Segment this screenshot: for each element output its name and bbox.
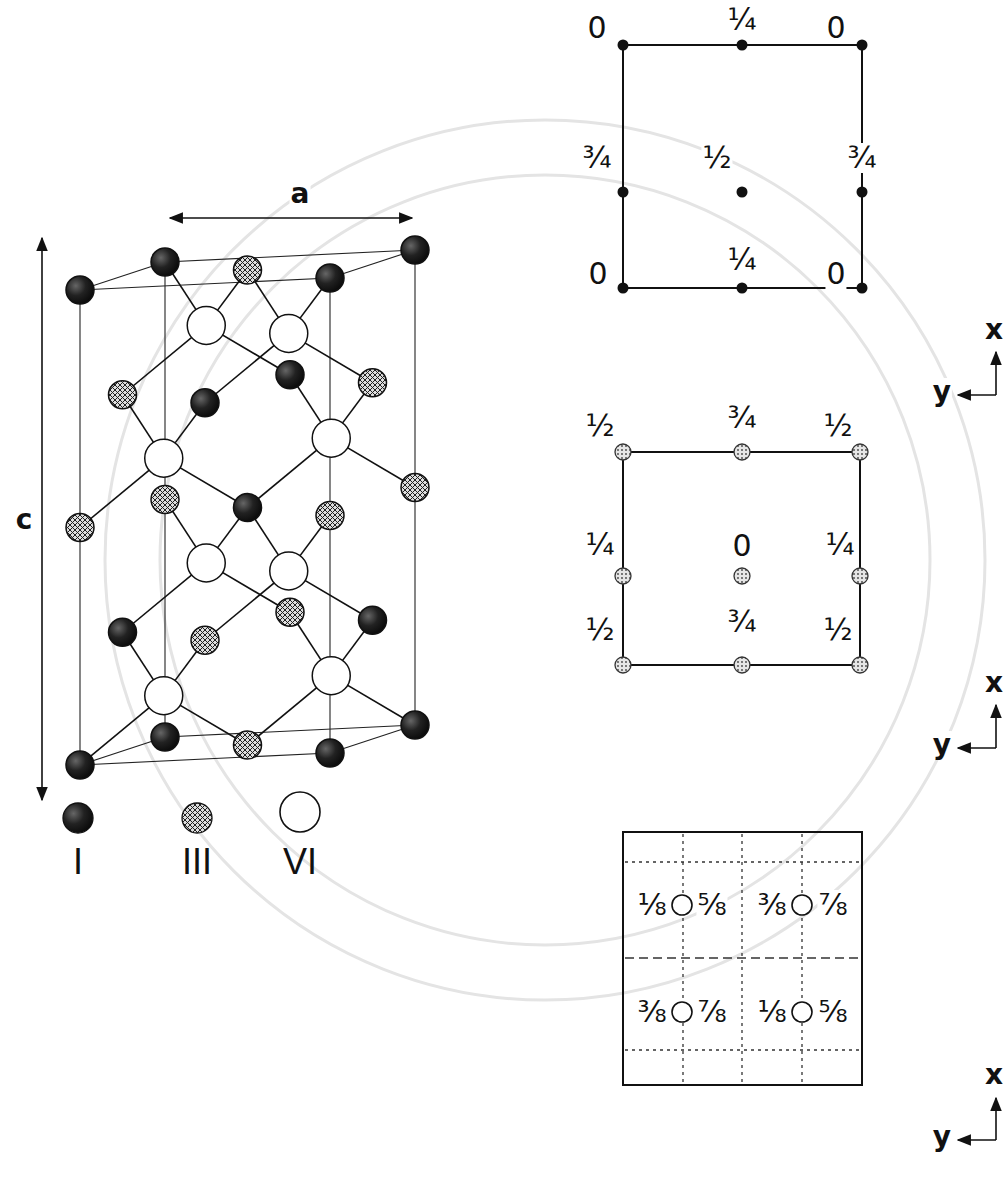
- atom-I: [401, 711, 429, 739]
- atom-I: [276, 361, 304, 389]
- axis-label: y: [932, 1123, 952, 1151]
- legend-label: VI: [282, 844, 318, 880]
- projection-VI: [623, 832, 996, 1140]
- fraction-height: ⅜: [636, 997, 667, 1027]
- fraction-height: ⅞: [817, 890, 848, 920]
- axis-label: y: [932, 378, 952, 406]
- fraction-height: 0: [586, 13, 607, 43]
- atom-III: [316, 502, 344, 530]
- atom-III: [276, 598, 304, 626]
- atom-I: [359, 606, 387, 634]
- fraction-height: ¾: [581, 143, 612, 173]
- atom-I: [66, 276, 94, 304]
- fraction-height: ⅛: [636, 890, 667, 920]
- fraction-height: ½: [822, 615, 853, 645]
- fraction-height: 0: [731, 531, 752, 561]
- dimension-label: c: [15, 506, 34, 534]
- fraction-height: ½: [701, 143, 732, 173]
- atom-I: [191, 389, 219, 417]
- atom-I: [151, 723, 179, 751]
- atom-VI: [187, 306, 225, 344]
- atom-VI: [187, 544, 225, 582]
- atom-VI: [270, 552, 308, 590]
- atom-III: [234, 256, 262, 284]
- atom-III: [234, 731, 262, 759]
- cell-edge: [165, 250, 415, 262]
- atom-VI: [145, 677, 183, 715]
- dimension-arrow: [41, 238, 43, 800]
- atom-I: [109, 618, 137, 646]
- fraction-height: ⅝: [817, 997, 848, 1027]
- legend-label: I: [72, 844, 84, 880]
- atom-I: [316, 739, 344, 767]
- fraction-height: 0: [587, 259, 608, 289]
- legend-samples: [63, 792, 320, 833]
- fraction-height: ⅜: [756, 890, 787, 920]
- atom-VI: [312, 419, 350, 457]
- fraction-height: ¼: [584, 530, 615, 560]
- projection-I: [618, 40, 997, 396]
- atom-I: [401, 236, 429, 264]
- fraction-height: ⅝: [696, 890, 727, 920]
- fraction-height: ½: [584, 411, 615, 441]
- fraction-height: ¼: [824, 530, 855, 560]
- atom-III: [109, 381, 137, 409]
- cell-edge: [80, 753, 330, 765]
- fraction-height: ¼: [726, 245, 757, 275]
- fraction-height: ⅛: [756, 997, 787, 1027]
- cell-edge: [165, 725, 415, 737]
- watermark-seal: [105, 120, 985, 1000]
- fraction-height: ⅞: [696, 997, 727, 1027]
- fraction-height: ¾: [726, 607, 757, 637]
- dimension-label: a: [290, 180, 311, 208]
- fraction-height: ¾: [846, 143, 877, 173]
- legend-label: III: [181, 844, 213, 880]
- unit-cell: [66, 236, 429, 779]
- fraction-height: ¼: [726, 5, 757, 35]
- atom-VI: [312, 657, 350, 695]
- atom-III: [359, 369, 387, 397]
- atom-VI: [145, 439, 183, 477]
- atom-III: [151, 486, 179, 514]
- axis-label: x: [984, 669, 1004, 697]
- atom-I: [151, 248, 179, 276]
- atom-I: [66, 751, 94, 779]
- fraction-height: ½: [584, 615, 615, 645]
- axis-label: x: [984, 1061, 1004, 1089]
- atom-III: [191, 626, 219, 654]
- atom-VI: [270, 314, 308, 352]
- axis-label: x: [984, 316, 1004, 344]
- fraction-height: 0: [825, 259, 846, 289]
- fraction-height: 0: [825, 13, 846, 43]
- projection-III: [615, 444, 996, 748]
- dimension-arrow: [170, 217, 412, 219]
- fraction-height: ½: [822, 411, 853, 441]
- axis-label: y: [932, 731, 952, 759]
- fraction-height: ¾: [726, 403, 757, 433]
- atom-I: [234, 494, 262, 522]
- cell-edge: [80, 278, 330, 290]
- atom-I: [316, 264, 344, 292]
- atom-III: [66, 514, 94, 542]
- atom-III: [401, 474, 429, 502]
